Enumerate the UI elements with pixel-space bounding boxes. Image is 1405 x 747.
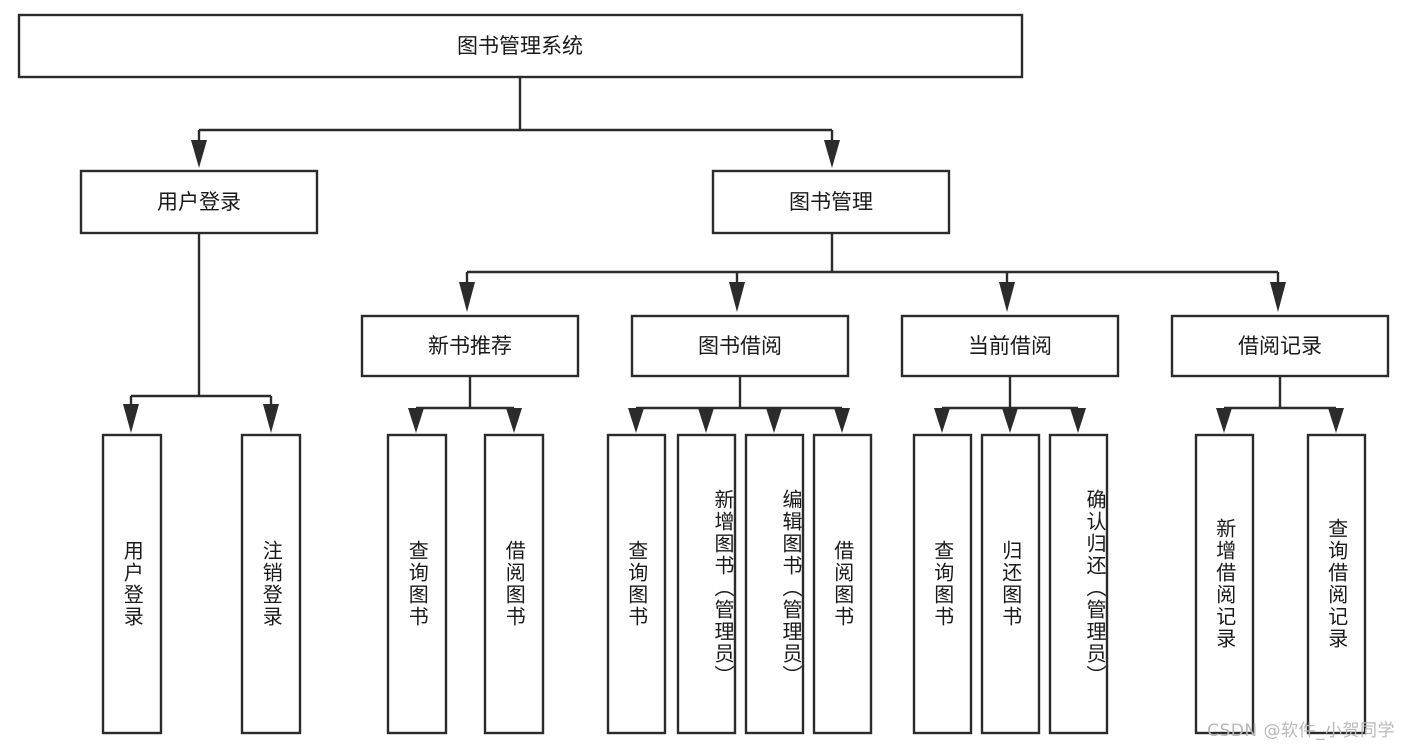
connector-group-newbook [408,377,522,433]
leaf-group-user-login [101,433,302,735]
leaf-box-confirm-return[interactable] [1048,433,1109,735]
leaf-box-query-book-1[interactable] [386,433,448,735]
leaf-box-borrow-book-2[interactable] [812,433,873,735]
arrow-head-leaf-edit-book [766,408,782,433]
leaf-box-user-login[interactable] [101,433,163,735]
node-user-login-box[interactable] [79,169,319,235]
node-book-management[interactable]: 图书管理 [711,169,951,235]
arrow-head-leaf-query-book-3 [934,408,950,433]
node-new-book-recommend[interactable]: 新书推荐 [360,314,580,378]
node-book-management-box[interactable] [711,169,951,235]
arrow-head-leaf-query-record [1328,408,1344,433]
arrow-head-currentborrow [999,282,1015,312]
arrow-head-leaf-user-login [123,404,139,433]
leaf-group-borrow-record [1194,433,1367,735]
leaf-box-add-book[interactable] [676,433,737,735]
arrow-head-leaf-add-record [1216,408,1232,433]
node-book-borrow-label: 图书借阅 [698,334,782,358]
leaf-box-logout[interactable] [240,433,302,735]
leaf-group-new-book-recommend [386,433,545,735]
leaf-box-query-record[interactable] [1306,433,1367,735]
node-current-borrow-label: 当前借阅 [968,334,1052,358]
node-root-box[interactable] [17,13,1024,79]
arrow-head-newbook [459,282,475,312]
arrow-head-bookborrow [729,282,745,312]
node-user-login[interactable]: 用户登录 [79,169,319,235]
node-root-label: 图书管理系统 [457,34,583,58]
leaf-group-current-borrow [912,433,1109,735]
arrow-head-leaf-borrow-book-1 [506,408,522,433]
node-borrow-record-label: 借阅记录 [1238,334,1322,358]
connector-group-root [191,77,840,168]
leaf-box-return-book[interactable] [980,433,1041,735]
arrow-head-leaf-confirm-return [1070,408,1086,433]
node-user-login-label: 用户登录 [157,190,241,214]
connector-group-bookmgmt [459,233,1286,312]
arrow-head-leaf-borrow-book-2 [834,408,850,433]
arrow-head-userlogin [191,140,207,168]
connector-group-borrowrecord [1216,377,1344,433]
node-current-borrow[interactable]: 当前借阅 [900,314,1120,378]
connector-group-currentborrow [934,377,1086,433]
node-borrow-record[interactable]: 借阅记录 [1170,314,1390,378]
node-root[interactable]: 图书管理系统 [17,13,1024,79]
arrow-head-borrowrecord [1270,282,1286,312]
leaf-box-query-book-2[interactable] [606,433,667,735]
node-current-borrow-box[interactable] [900,314,1120,378]
arrow-head-leaf-return-book [1002,408,1018,433]
arrow-head-leaf-query-book-2 [628,408,644,433]
arrow-head-leaf-query-book-1 [408,408,424,433]
arrow-head-leaf-logout [263,404,279,433]
leaf-box-add-record[interactable] [1194,433,1255,735]
node-new-book-recommend-label: 新书推荐 [428,334,512,358]
connector-group-bookborrow [628,377,850,433]
leaf-box-edit-book[interactable] [744,433,805,735]
node-book-borrow[interactable]: 图书借阅 [630,314,850,378]
leaf-box-query-book-3[interactable] [912,433,973,735]
leaf-group-book-borrow [606,433,873,735]
arrow-head-leaf-add-book [698,408,714,433]
csdn-watermark: CSDN @软件_小贺同学 [1207,721,1395,741]
node-book-management-label: 图书管理 [789,190,873,214]
node-borrow-record-box[interactable] [1170,314,1390,378]
node-new-book-recommend-box[interactable] [360,314,580,378]
arrow-head-bookmgmt [824,140,840,168]
node-book-borrow-box[interactable] [630,314,850,378]
connector-group-userlogin [123,233,279,433]
leaf-box-borrow-book-1[interactable] [483,433,545,735]
